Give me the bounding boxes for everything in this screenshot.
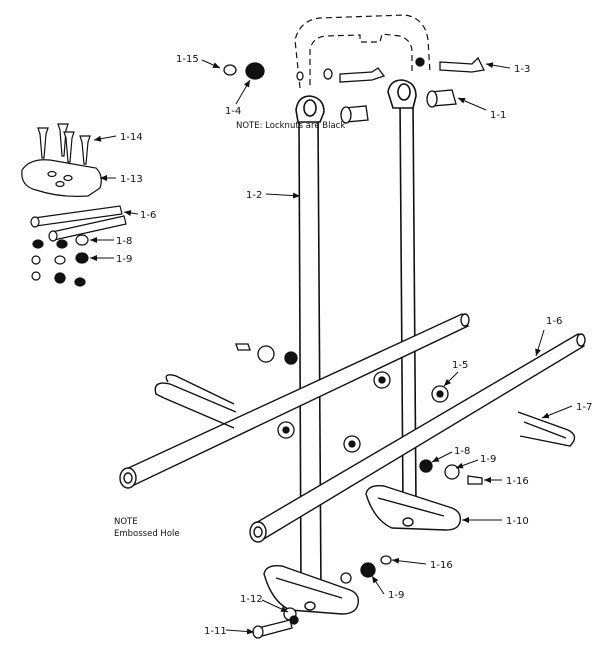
hardware-mid <box>235 343 483 485</box>
label-1-5: 1-5 <box>452 360 468 371</box>
top-bracket-phantom <box>294 14 431 89</box>
leader-lines <box>90 59 573 635</box>
label-1-13: 1-13 <box>120 174 143 185</box>
label-1-7: 1-7 <box>576 402 592 413</box>
label-1-9-detail: 1-9 <box>116 254 132 265</box>
label-1-15: 1-15 <box>176 54 199 65</box>
foot-right <box>365 484 462 531</box>
detail-group <box>21 123 127 287</box>
note-locknuts: NOTE: Locknuts are Black <box>236 121 345 131</box>
u-bolt-left <box>154 374 237 429</box>
note-title: NOTE <box>114 517 138 527</box>
label-1-9: 1-9 <box>480 454 496 465</box>
cross-tube-front <box>249 333 586 543</box>
label-1-9-lower: 1-9 <box>388 590 404 601</box>
label-1-12: 1-12 <box>240 594 263 605</box>
label-1-1: 1-1 <box>490 110 506 121</box>
label-1-16-lower: 1-16 <box>430 560 453 571</box>
note-embossed-hole: Embossed Hole <box>114 529 180 539</box>
label-1-10: 1-10 <box>506 516 529 527</box>
foot-left <box>263 564 360 615</box>
label-1-4: 1-4 <box>225 106 241 117</box>
hardware-top <box>223 56 485 124</box>
label-1-14: 1-14 <box>120 132 143 143</box>
label-1-8-detail: 1-8 <box>116 236 132 247</box>
label-1-6: 1-6 <box>546 316 562 327</box>
label-1-3: 1-3 <box>514 64 530 75</box>
part-labels: 1-15 1-4 NOTE: Locknuts are Black 1-3 1-… <box>114 54 592 637</box>
label-1-2: 1-2 <box>246 190 262 201</box>
label-1-16: 1-16 <box>506 476 529 487</box>
label-1-11: 1-11 <box>204 626 227 637</box>
u-bolt-right <box>517 411 576 447</box>
label-1-6-detail: 1-6 <box>140 210 156 221</box>
cross-tube-rear <box>119 313 470 489</box>
label-1-8: 1-8 <box>454 446 470 457</box>
